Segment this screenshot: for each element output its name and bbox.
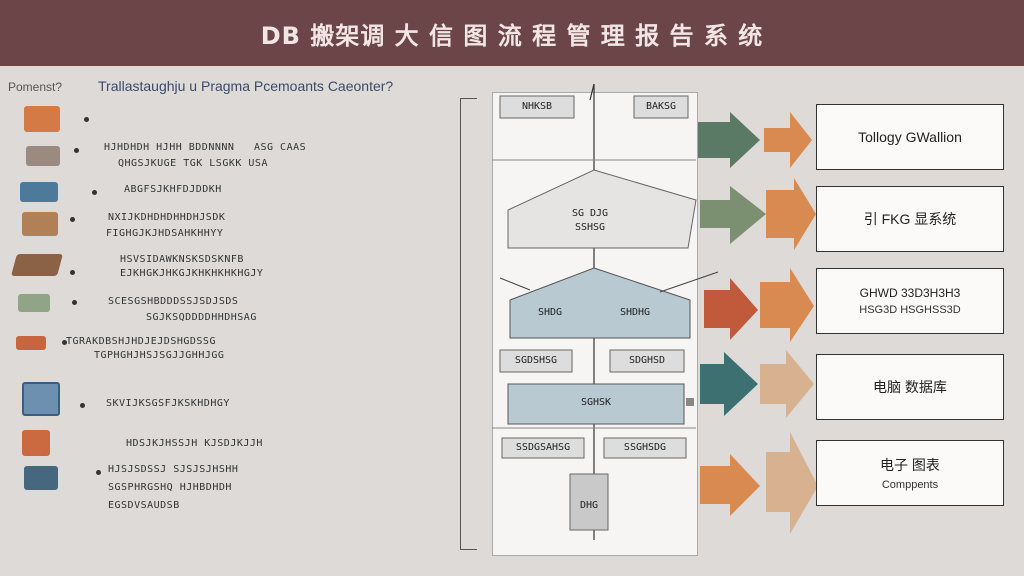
output-text: 引 FKG 显系统 xyxy=(863,211,957,227)
flow-decision-2 xyxy=(509,267,691,339)
flow-label-pair3-left: SSDGSAHSG xyxy=(515,442,571,453)
flow-label-top-right: BAKSG xyxy=(645,101,677,112)
bullet-1 xyxy=(84,117,89,122)
text-line: HJHDHDH HJHH BDDNNNN ASG CAAS xyxy=(104,142,307,153)
flow-label-diamond1-b: SSHSG xyxy=(574,222,606,233)
pointer-icon xyxy=(16,336,46,350)
output-box-2: 引 FKG 显系统 xyxy=(816,186,1004,252)
text-line: NXIJKDHDHDHHDHJSDK xyxy=(108,212,226,223)
header-bar: DB 搬架调 大 信 图 流 程 管 理 报 告 系 统 xyxy=(0,0,1024,66)
flow-box-pair2-right xyxy=(609,349,685,373)
text-line: FIGHGJKJHDSAHKHHYY xyxy=(106,228,224,239)
briefcase-icon xyxy=(22,212,58,236)
flow-label-diamond1-a: SG DJG xyxy=(571,208,609,219)
output-text: Tollogy GWallion xyxy=(858,129,962,145)
page-title: DB 搬架调 大 信 图 流 程 管 理 报 告 系 统 xyxy=(260,22,764,50)
text-line: TGRAKDBSHJHDJEJDSHGDSSG xyxy=(66,336,216,347)
text-line: SGSPHRGSHQ HJHBDHDH xyxy=(108,482,232,493)
arrow-orange-5 xyxy=(700,454,760,516)
text-line: TGPHGHJHSJSGJJGHHJGG xyxy=(94,350,225,361)
flow-label-diamond2-a: SHDG xyxy=(537,307,563,318)
arrow-tan-5 xyxy=(766,432,818,534)
flow-box-pair3-right xyxy=(603,437,687,459)
document-icon xyxy=(26,146,60,166)
qr-icon xyxy=(22,382,60,416)
flow-label-diamond2-b: SHDHG xyxy=(619,307,651,318)
flow-process xyxy=(507,383,685,425)
flow-label-pair2-left: SGDSHSG xyxy=(514,355,558,366)
arrow-green-2 xyxy=(700,186,766,244)
output-box-3: GHWD 33D3H3H3 HSG3D HSGHSS3D xyxy=(816,268,1004,334)
output-box-4: 电脑 数据库 xyxy=(816,354,1004,420)
output-text: 电子 图表 xyxy=(880,457,940,473)
flow-label-pair2-right: SDGHSD xyxy=(628,355,666,366)
flow-label-process: SGHSK xyxy=(580,397,612,408)
output-box-1: Tollogy GWallion xyxy=(816,104,1004,170)
bullet-6 xyxy=(72,300,77,305)
box-icon xyxy=(18,294,50,312)
flow-box-pair3-left xyxy=(501,437,585,459)
arrow-orange-1 xyxy=(764,112,812,168)
bullet-4 xyxy=(70,217,75,222)
flow-label-pair3-right: SSGHSDG xyxy=(623,442,667,453)
file-icon xyxy=(22,430,50,456)
output-box-5: 电子 图表 Comppents xyxy=(816,440,1004,506)
flow-decision-1 xyxy=(507,169,697,249)
bullet-9 xyxy=(96,470,101,475)
tablet-icon xyxy=(24,466,58,490)
arrow-orange-3 xyxy=(760,268,814,342)
output-text: GHWD 33D3H3H3 xyxy=(859,286,961,300)
bullet-2 xyxy=(74,148,79,153)
bullet-7 xyxy=(62,340,67,345)
text-line: HDSJKJHSSJH KJSDJKJJH xyxy=(126,438,263,449)
arrow-orange-2 xyxy=(766,178,816,250)
arrow-red-3 xyxy=(704,278,758,340)
output-text: 电脑 数据库 xyxy=(873,379,947,395)
output-subtext: HSG3D HSGHSS3D xyxy=(859,304,961,316)
text-line: EGSDVSAUDSB xyxy=(108,500,180,511)
text-line: SGJKSQDDDDHHDHSAG xyxy=(146,312,257,323)
flow-end xyxy=(569,473,609,531)
divider-line xyxy=(460,98,477,550)
bullet-8 xyxy=(80,403,85,408)
bullet-5 xyxy=(70,270,75,275)
folder-icon xyxy=(24,106,60,132)
flow-box-top-right xyxy=(633,95,689,119)
tv-icon xyxy=(20,182,58,202)
arrow-green-1 xyxy=(698,112,760,168)
text-line: SKVIJKSGSFJKSKHDHGY xyxy=(106,398,230,409)
flow-label-top-left: NHKSB xyxy=(521,101,553,112)
text-line: HJSJSDSSJ SJSJSJHSHH xyxy=(108,464,239,475)
subtitle-main: Trallastaughju u Pragma Pcemoants Caeont… xyxy=(98,78,394,94)
arrow-tan-4 xyxy=(760,350,814,418)
text-line: QHGSJKUGE TGK LSGKK USA xyxy=(118,158,268,169)
text-line: ABGFSJKHFDJDDKH xyxy=(124,184,222,195)
arrow-teal-4 xyxy=(700,352,758,416)
text-line: SCESGSHBDDDSSJSDJSDS xyxy=(108,296,239,307)
flow-box-top-left xyxy=(499,95,575,119)
text-line: HSVSIDAWKNSKSDSKNFB xyxy=(120,254,244,265)
subtitle-left: Pomenst? xyxy=(8,80,63,94)
bullet-3 xyxy=(92,190,97,195)
text-line: EJKHGKJHKGJKHKHKHKHGJY xyxy=(120,268,264,279)
flow-label-end: DHG xyxy=(579,500,599,511)
output-subtext: Comppents xyxy=(881,479,939,491)
flow-box-pair2-left xyxy=(499,349,573,373)
